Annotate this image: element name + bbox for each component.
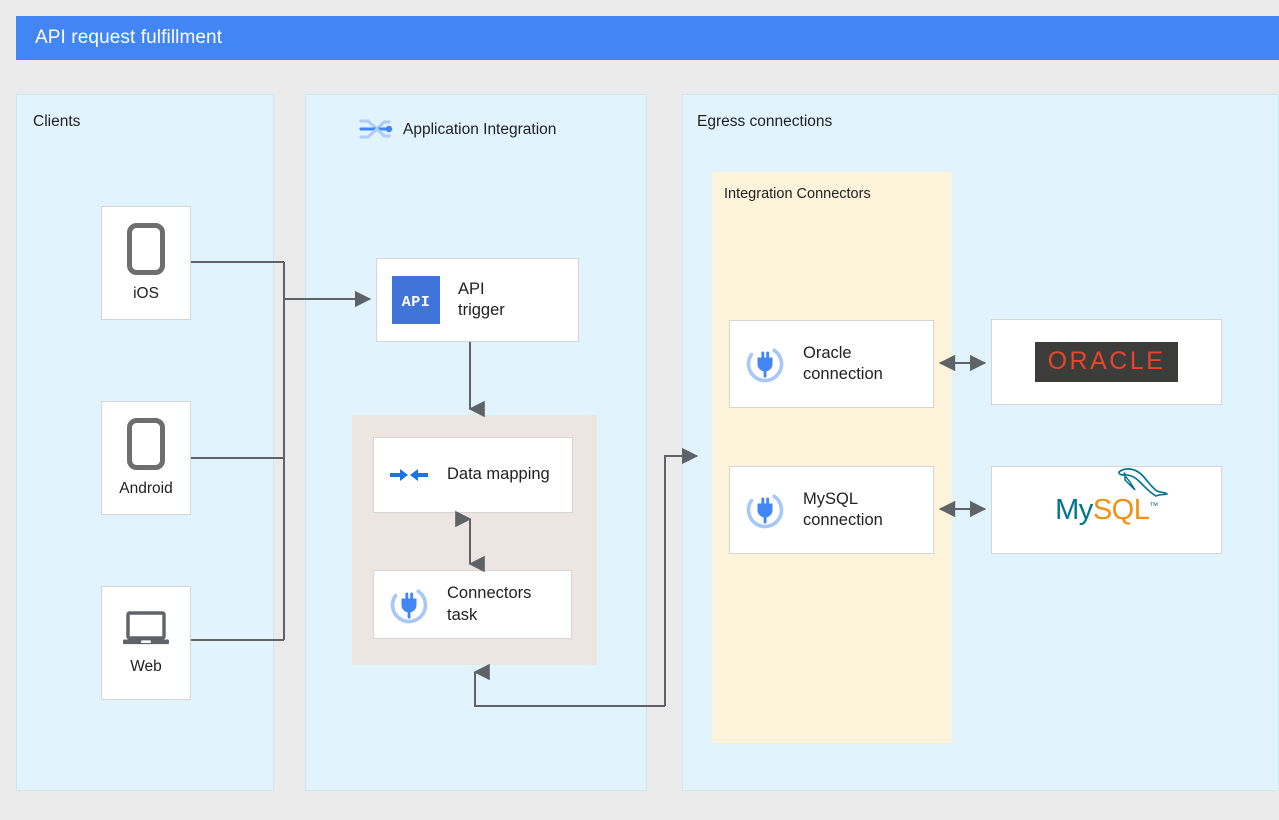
api-icon: API	[392, 276, 440, 324]
dolphin-icon	[1109, 466, 1171, 510]
node-connectors-task[interactable]: Connectors task	[373, 570, 572, 639]
page-title: API request fulfillment	[35, 27, 223, 48]
panel-label-clients: Clients	[33, 113, 81, 130]
application-integration-icon	[357, 113, 393, 147]
mobile-phone-icon	[127, 417, 165, 470]
diagram-title-bar: API request fulfillment	[16, 16, 1279, 60]
mysql-logo-my: My	[1055, 493, 1093, 526]
node-label: Connectors task	[447, 584, 532, 624]
node-label: Data mapping	[447, 465, 550, 484]
svg-text:API: API	[402, 294, 431, 311]
mysql-logo-text: MySQL™	[1055, 494, 1158, 526]
panel-label-egress: Egress connections	[697, 113, 833, 130]
client-label: iOS	[133, 284, 159, 302]
panel-label-text: Application Integration	[403, 121, 557, 138]
node-label: API trigger	[458, 279, 505, 319]
oracle-logo-text: ORACLE	[1047, 347, 1166, 375]
mobile-phone-icon	[127, 222, 165, 275]
node-data-mapping[interactable]: Data mapping	[373, 437, 573, 513]
node-mysql-backend: MySQL™	[991, 466, 1222, 554]
node-mysql-connection[interactable]: MySQL connection	[729, 466, 934, 554]
node-label: MySQL connection	[803, 489, 883, 529]
plug-icon	[745, 344, 785, 384]
mysql-logo-sql: SQL	[1092, 493, 1150, 526]
plug-icon	[389, 585, 429, 625]
panel-integration-connectors	[712, 172, 952, 743]
client-label: Android	[119, 479, 173, 497]
node-client-web[interactable]: Web	[101, 586, 191, 700]
mysql-trademark: ™	[1149, 499, 1158, 510]
plug-icon	[745, 490, 785, 530]
client-label: Web	[130, 657, 162, 675]
node-label: Oracle connection	[803, 343, 883, 383]
node-oracle-backend: ORACLE	[991, 319, 1222, 405]
node-oracle-connection[interactable]: Oracle connection	[729, 320, 934, 408]
node-api-trigger[interactable]: API API trigger	[376, 258, 579, 342]
laptop-icon	[121, 610, 171, 648]
oracle-logo: ORACLE	[1034, 342, 1179, 382]
mysql-logo: MySQL™	[1055, 467, 1168, 526]
node-client-android[interactable]: Android	[101, 401, 191, 515]
data-mapping-icon	[389, 460, 429, 490]
node-client-ios[interactable]: iOS	[101, 206, 191, 320]
panel-label-integration-connectors: Integration Connectors	[724, 186, 871, 202]
panel-label-application-integration: Application Integration	[357, 113, 556, 147]
